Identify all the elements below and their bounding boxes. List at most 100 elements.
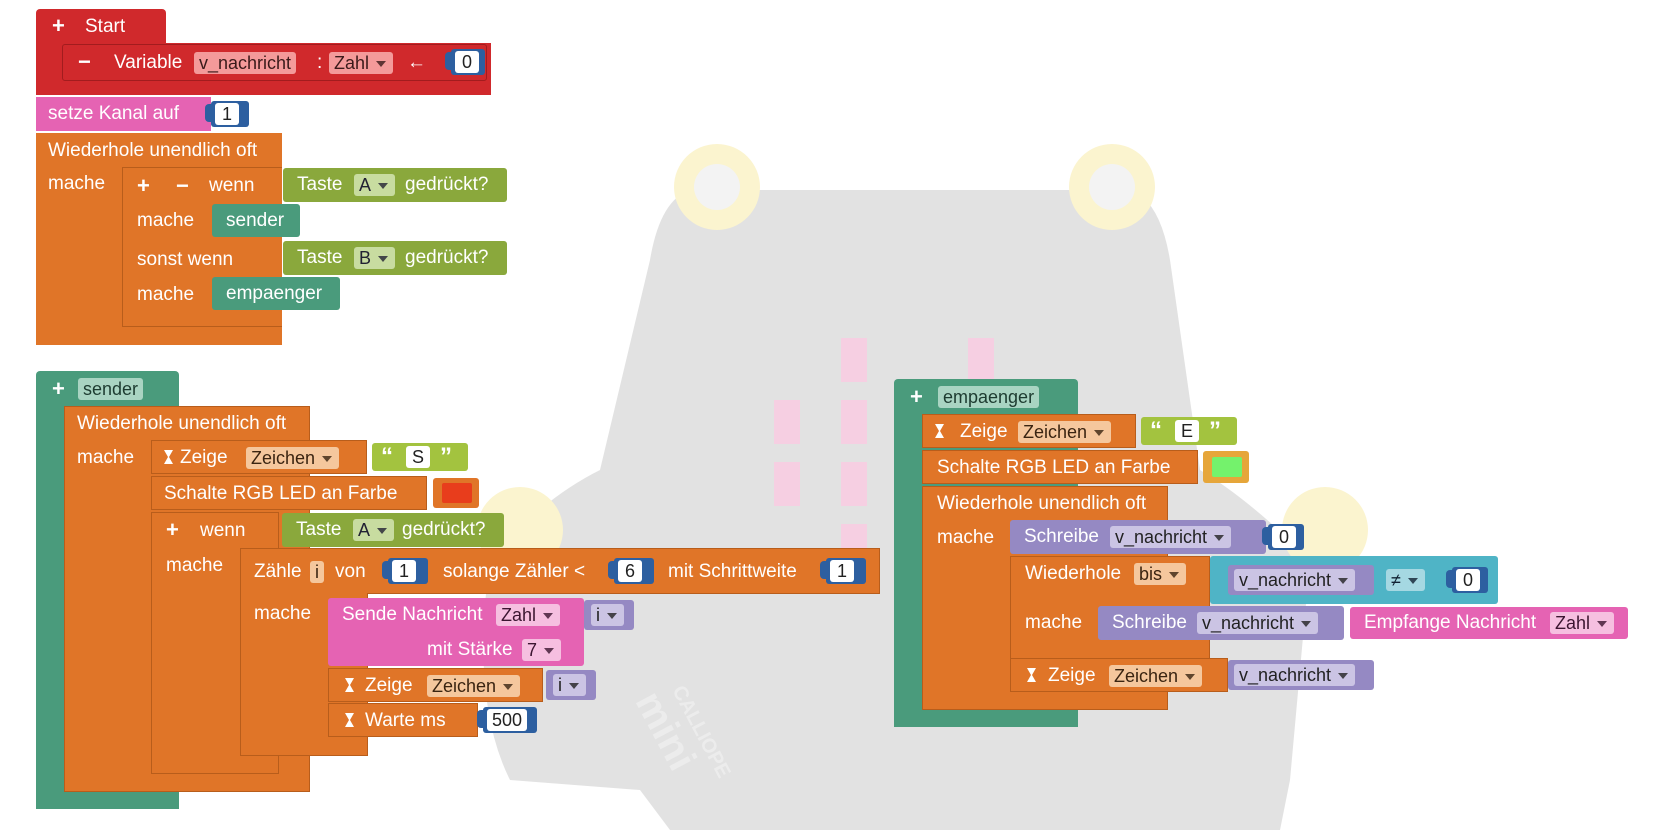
variable-colon: :	[317, 52, 323, 73]
text-e-field[interactable]: E	[1175, 420, 1200, 442]
rgb-led-block[interactable]: Schalte RGB LED an Farbe	[151, 476, 427, 510]
text-s-block[interactable]: “ S ”	[372, 443, 468, 471]
taste-a-condition-block[interactable]: Taste A gedrückt?	[283, 168, 507, 202]
taste-a-condition-block[interactable]: Taste A gedrückt?	[282, 513, 504, 547]
compare-block[interactable]: v_nachricht ≠ 0	[1210, 556, 1498, 604]
sender-name-field[interactable]: sender	[78, 378, 144, 400]
forever-loop-label: Wiederhole unendlich oft	[77, 413, 287, 434]
zeige-var-dropdown[interactable]: v_nachricht	[1234, 664, 1356, 686]
zeige-label: Zeige	[960, 421, 1008, 442]
hourglass-icon	[345, 678, 354, 692]
zaehle-step-text[interactable]: 1	[830, 560, 854, 582]
zaehle-start-input[interactable]: 1	[382, 558, 428, 584]
schreibe-receive-block[interactable]: Schreibe v_nachricht	[1098, 606, 1344, 640]
empfange-nachricht-block[interactable]: Empfange Nachricht Zahl	[1350, 607, 1628, 639]
pressed-label: gedrückt?	[402, 519, 486, 540]
minus-icon[interactable]: −	[78, 49, 91, 74]
sende-type-dropdown[interactable]: Zahl	[496, 604, 561, 626]
zeige-var-value-block[interactable]: v_nachricht	[1228, 660, 1374, 690]
zaehle-var-field[interactable]: i	[310, 561, 324, 583]
zeige-var-block[interactable]: Zeige Zeichen	[1010, 658, 1228, 692]
empaenger-name-field[interactable]: empaenger	[938, 386, 1040, 408]
minus-icon[interactable]: −	[176, 173, 189, 198]
var-i-dropdown[interactable]: i	[553, 674, 586, 696]
schreibe-block[interactable]: Schreibe v_nachricht	[1010, 520, 1266, 554]
color-green-block[interactable]	[1203, 451, 1249, 483]
compare-value-text[interactable]: 0	[1456, 569, 1480, 591]
zaehle-step-input[interactable]: 1	[820, 558, 866, 584]
zaehle-end-input[interactable]: 6	[608, 558, 654, 584]
plus-icon[interactable]: +	[52, 13, 65, 38]
wiederhole-mode-dropdown[interactable]: bis	[1134, 563, 1187, 585]
schreibe-value-input[interactable]: 0	[1262, 524, 1304, 550]
plus-icon[interactable]: +	[137, 173, 150, 198]
zeige-mode-dropdown[interactable]: Zeichen	[1109, 665, 1203, 687]
call-empaenger-block[interactable]: empaenger	[212, 277, 340, 310]
taste-key-dropdown[interactable]: B	[354, 247, 396, 269]
var-i-dropdown[interactable]: i	[591, 604, 624, 626]
variable-value-input[interactable]: 0	[445, 49, 485, 75]
zaehle-block[interactable]: Zähle i von solange Zähler < mit Schritt…	[240, 548, 880, 594]
start-block[interactable]: + Start	[36, 9, 166, 43]
zeige-mode-dropdown[interactable]: Zeichen	[427, 675, 521, 697]
call-sender-label: sender	[226, 210, 285, 231]
variable-value-text[interactable]: 0	[455, 51, 479, 73]
zeige-block[interactable]: Zeige Zeichen	[151, 440, 367, 474]
kanal-block[interactable]: setze Kanal auf	[36, 97, 211, 131]
zaehle-von-label: von	[335, 561, 366, 582]
zaehle-end-text[interactable]: 6	[618, 560, 642, 582]
schreibe-var-dropdown[interactable]: v_nachricht	[1197, 612, 1319, 634]
text-e-block[interactable]: “ E ”	[1141, 417, 1237, 445]
empfange-type-dropdown[interactable]: Zahl	[1550, 612, 1615, 634]
if-wenn-label: wenn	[209, 175, 255, 196]
variable-declaration-block[interactable]: − Variable v_nachricht : Zahl ← 0	[62, 44, 487, 81]
warte-value-input[interactable]: 500	[477, 707, 537, 733]
if-wenn-label: wenn	[200, 520, 246, 541]
warte-block[interactable]: Warte ms	[328, 703, 478, 737]
variable-name-field[interactable]: v_nachricht	[194, 52, 297, 74]
kanal-value-input[interactable]: 1	[205, 101, 249, 127]
var-i-block[interactable]: i	[546, 670, 596, 700]
kanal-label: setze Kanal auf	[48, 103, 179, 124]
plus-icon[interactable]: +	[52, 376, 65, 401]
sende-nachricht-block[interactable]: Sende Nachricht Zahl mit Stärke 7	[328, 598, 584, 666]
variable-type-dropdown[interactable]: Zahl	[329, 52, 394, 74]
call-sender-block[interactable]: sender	[212, 204, 300, 237]
var-i-block[interactable]: i	[584, 600, 634, 630]
schreibe-value-text[interactable]: 0	[1272, 526, 1296, 548]
color-red-swatch[interactable]	[442, 483, 472, 503]
rgb-led-block[interactable]: Schalte RGB LED an Farbe	[922, 450, 1198, 484]
zeige-block[interactable]: Zeige Zeichen	[922, 414, 1136, 448]
schreibe-label: Schreibe	[1112, 612, 1187, 633]
warte-value-text[interactable]: 500	[487, 709, 528, 731]
zeige-mode-dropdown[interactable]: Zeichen	[246, 447, 340, 469]
plus-icon[interactable]: +	[166, 517, 179, 542]
color-green-swatch[interactable]	[1212, 457, 1242, 477]
zeige-i-block[interactable]: Zeige Zeichen	[328, 668, 543, 702]
if-mache2-label: mache	[137, 284, 195, 305]
rgb-led-label: Schalte RGB LED an Farbe	[937, 457, 1171, 478]
forever-loop-label: Wiederhole unendlich oft	[937, 493, 1147, 514]
forever-do-label: mache	[48, 173, 106, 194]
zeige-mode-dropdown[interactable]: Zeichen	[1018, 421, 1112, 443]
zaehle-start-text[interactable]: 1	[392, 560, 416, 582]
plus-icon[interactable]: +	[910, 384, 923, 409]
taste-key-dropdown[interactable]: A	[353, 519, 395, 541]
compare-var-dropdown[interactable]: v_nachricht	[1234, 569, 1356, 591]
compare-value-input[interactable]: 0	[1446, 567, 1488, 593]
taste-label: Taste	[297, 174, 343, 195]
close-quote-icon: ”	[440, 443, 452, 470]
schreibe-var-dropdown[interactable]: v_nachricht	[1110, 526, 1232, 548]
compare-operator-dropdown[interactable]: ≠	[1386, 569, 1425, 591]
color-red-block[interactable]	[433, 478, 479, 508]
compare-var-block[interactable]: v_nachricht	[1228, 565, 1374, 595]
taste-key-dropdown[interactable]: A	[354, 174, 396, 196]
staerke-dropdown[interactable]: 7	[522, 639, 562, 661]
taste-label: Taste	[297, 247, 343, 268]
variable-label: Variable	[114, 52, 183, 73]
taste-b-condition-block[interactable]: Taste B gedrückt?	[283, 241, 507, 275]
kanal-value-text[interactable]: 1	[215, 103, 239, 125]
text-s-field[interactable]: S	[406, 446, 431, 468]
wiederhole-label: Wiederhole	[1025, 563, 1122, 584]
